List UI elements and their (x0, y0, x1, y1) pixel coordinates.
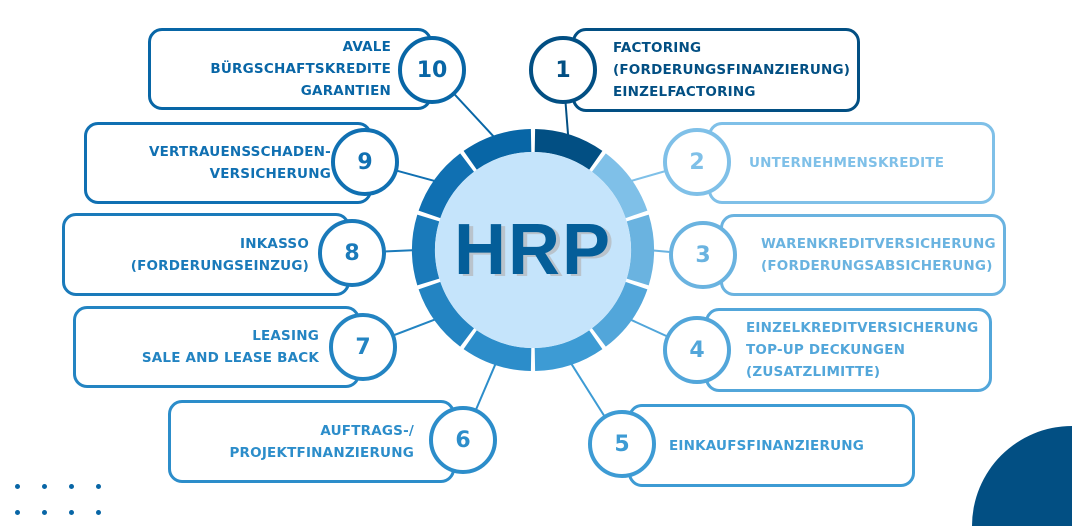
ring-segment-1 (534, 129, 603, 170)
item-box-6: AUFTRAGS-/ PROJEKTFINANZIERUNG (168, 400, 455, 483)
number-badge-10: 10 (398, 36, 466, 104)
item-text-line: TOP-UP DECKUNGEN (746, 342, 906, 358)
dot (96, 510, 101, 515)
number-badge-2: 2 (663, 128, 731, 196)
dot (69, 484, 74, 489)
ring-segment-5 (534, 330, 603, 371)
item-box-2: UNTERNEHMENSKREDITE (708, 122, 995, 204)
item-text-line: INKASSO (240, 235, 309, 252)
dot (42, 484, 47, 489)
item-text-line: EINKAUFSFINANZIERUNG (669, 437, 865, 454)
ring-segment-4 (591, 281, 648, 347)
item-box-7: LEASING SALE AND LEASE BACK (73, 306, 360, 388)
item-text-line: WARENKREDITVERSICHERUNG (761, 236, 996, 252)
item-box-5: EINKAUFSFINANZIERUNG (628, 404, 915, 487)
dot (96, 484, 101, 489)
ring-segment-9 (418, 153, 475, 219)
item-text-line: FACTORING (613, 40, 702, 56)
number-badge-8: 8 (318, 219, 386, 287)
item-text-line: LEASING (252, 328, 319, 344)
number-badge-1: 1 (529, 36, 597, 104)
dot (15, 510, 20, 515)
item-text-line: EINZELFACTORING (613, 84, 756, 100)
item-box-8: INKASSO (FORDERUNGSEINZUG) (62, 213, 350, 296)
number-badge-3: 3 (669, 221, 737, 289)
number-badge-5: 5 (588, 410, 656, 478)
item-text-line: UNTERNEHMENSKREDITE (749, 155, 945, 171)
item-text-line: (FORDERUNGSEINZUG) (130, 257, 309, 274)
item-text-line: (FORDERUNGSABSICHERUNG) (761, 258, 993, 274)
item-text-line: EINZELKREDITVERSICHERUNG (746, 320, 979, 336)
ring-segment-3 (626, 214, 654, 286)
item-box-9: VERTRAUENSSCHADEN- VERSICHERUNG (84, 122, 372, 204)
dot (42, 510, 47, 515)
item-text-line: AUFTRAGS-/ (320, 422, 414, 439)
item-text-line: BÜRGSCHAFTSKREDITE (210, 61, 391, 77)
item-box-3: WARENKREDITVERSICHERUNG (FORDERUNGSABSICH… (720, 214, 1006, 296)
ring-segment-8 (411, 214, 440, 286)
dot (69, 510, 74, 515)
ring-segment-2 (591, 153, 648, 219)
item-text-line: PROJEKTFINANZIERUNG (229, 444, 414, 461)
number-badge-9: 9 (331, 128, 399, 196)
center-title: HRP (453, 210, 612, 290)
number-badge-7: 7 (329, 313, 397, 381)
item-text-line: VERSICHERUNG (209, 166, 331, 182)
item-box-10: AVALE BÜRGSCHAFTSKREDITE GARANTIEN (148, 28, 432, 110)
item-text-line: (ZUSATZLIMITTE) (746, 364, 881, 380)
ring-segment-7 (418, 281, 475, 347)
item-text-line: GARANTIEN (300, 83, 391, 99)
ring-segment-6 (463, 330, 532, 371)
number-badge-6: 6 (429, 406, 497, 474)
item-text-line: AVALE (342, 39, 391, 55)
number-badge-4: 4 (663, 316, 731, 384)
item-box-1: FACTORING (FORDERUNGSFINANZIERUNG) EINZELF… (572, 28, 860, 112)
ring-segment-10 (463, 129, 532, 170)
item-text-line: VERTRAUENSSCHADEN- (148, 144, 331, 160)
item-box-4: EINZELKREDITVERSICHERUNG TOP-UP DECKUNGEN… (705, 308, 992, 392)
item-text-line: SALE AND LEASE BACK (141, 350, 319, 366)
item-text-line: (FORDERUNGSFINANZIERUNG) (613, 62, 851, 78)
center-hub: HRP (435, 152, 631, 348)
dot (15, 484, 20, 489)
